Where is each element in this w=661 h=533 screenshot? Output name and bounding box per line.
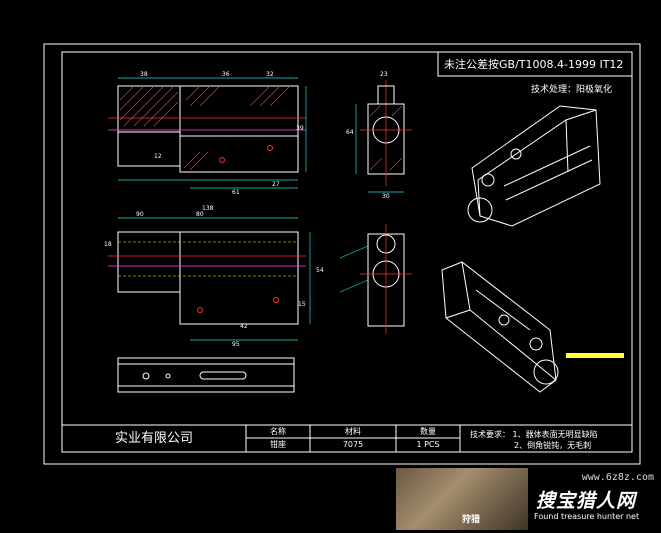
name-value: 钳座 bbox=[270, 440, 286, 449]
front-view bbox=[108, 217, 311, 341]
dim-7: 54 bbox=[316, 267, 324, 274]
end-view-middle bbox=[339, 224, 412, 334]
dim-6: 64 bbox=[346, 129, 354, 136]
end-view-top bbox=[355, 80, 412, 193]
dim-14: 23 bbox=[380, 71, 388, 78]
dim-12: 95 bbox=[232, 341, 240, 348]
dim-10: 90 bbox=[136, 211, 144, 218]
dim-1: 38 bbox=[140, 71, 148, 78]
requirement-2: 2、倒角锐钝，无毛刺 bbox=[514, 441, 592, 450]
quantity-value: 1 PCS bbox=[416, 440, 440, 449]
dim-17: 18 bbox=[104, 241, 112, 248]
isometric-view-lower bbox=[441, 261, 559, 393]
title-note-box bbox=[437, 51, 633, 77]
surface-treatment-note: 技术处理：阳极氧化 bbox=[531, 85, 613, 95]
quantity-label: 数量 bbox=[420, 427, 436, 436]
dim-5: 12 bbox=[154, 153, 162, 160]
tolerance-note: 未注公差按GB/T1008.4-1999 IT12 bbox=[444, 58, 624, 71]
dim-3: 32 bbox=[266, 71, 274, 78]
dim-9: 80 bbox=[196, 211, 204, 218]
isometric-view-upper bbox=[467, 105, 601, 227]
bottom-view bbox=[117, 357, 295, 393]
dim-8: 61 bbox=[232, 189, 240, 196]
material-value: 7075 bbox=[342, 440, 364, 449]
company-name: 实业有限公司 bbox=[114, 431, 193, 446]
watermark-tag: 狩猎 bbox=[462, 515, 481, 525]
dim-18: 15 bbox=[298, 301, 306, 308]
watermark: 狩猎 www.6z8z.com 搜宝猎人网 Found treasure hun… bbox=[396, 468, 660, 530]
requirements-heading: 技术要求： bbox=[470, 430, 510, 439]
dim-4: 27 bbox=[272, 181, 280, 188]
requirement-1: 1、器体表面无明显缺陷 bbox=[512, 430, 598, 439]
highlight-bar bbox=[566, 353, 624, 358]
title-block bbox=[61, 424, 633, 453]
dim-11: 138 bbox=[202, 205, 214, 212]
material-label: 材料 bbox=[345, 427, 361, 436]
technical-requirements: 技术要求： 1、器体表面无明显缺陷 2、倒角锐钝，无毛刺 bbox=[470, 429, 598, 451]
watermark-brand: 搜宝猎人网 bbox=[536, 490, 637, 512]
dim-15: 39 bbox=[296, 125, 304, 132]
section-view-top bbox=[108, 77, 307, 189]
watermark-url: www.6z8z.com bbox=[581, 472, 654, 483]
watermark-photo bbox=[396, 468, 528, 530]
dim-13: 30 bbox=[382, 193, 390, 200]
outer-frame bbox=[43, 43, 641, 465]
dim-16: 42 bbox=[240, 323, 248, 330]
watermark-english: Found treasure hunter net bbox=[534, 512, 640, 521]
dim-2: 36 bbox=[222, 71, 230, 78]
name-label: 名称 bbox=[270, 427, 286, 436]
